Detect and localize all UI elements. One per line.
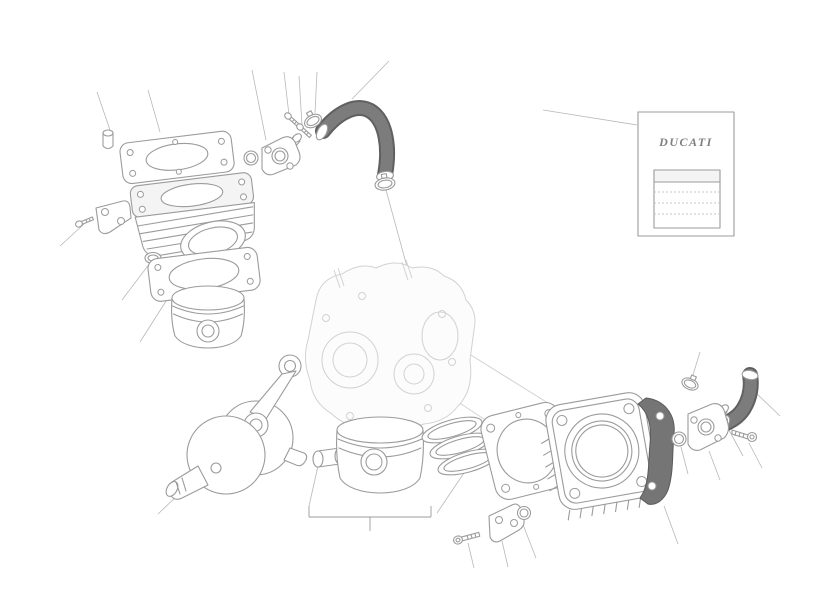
hose-clamp-a [681, 374, 699, 391]
o-ring-right [671, 431, 687, 447]
manual-brand-label: DUCATI [658, 135, 713, 149]
piston-rings [421, 416, 499, 476]
piston-vertical [336, 416, 424, 494]
hose-clamp-d [374, 173, 396, 191]
workshop-manual: DUCATI [637, 111, 735, 237]
connecting-rod [249, 354, 302, 420]
coolant-union-top [261, 133, 302, 176]
coolant-union-right [687, 403, 730, 451]
crankshaft [165, 354, 308, 500]
cylinder-shroud [637, 397, 675, 505]
spacer-bushing [102, 129, 114, 150]
o-ring-top [243, 150, 259, 166]
union-bolt-2 [296, 123, 312, 139]
o-ring-bottom [516, 505, 532, 521]
support-bracket [488, 503, 525, 543]
coolant-hose-top [315, 100, 395, 183]
crankcase [304, 259, 476, 430]
hose-clamp-c [304, 110, 322, 129]
mounting-bracket [95, 200, 132, 235]
union-screw [731, 429, 758, 443]
bracket-bolt [75, 216, 95, 228]
banjo-bolt [452, 531, 481, 545]
vertical-cylinder [541, 392, 659, 521]
dimension-bracket [308, 506, 432, 531]
piston-horizontal [171, 285, 245, 349]
head-gasket-horizontal [119, 130, 235, 185]
